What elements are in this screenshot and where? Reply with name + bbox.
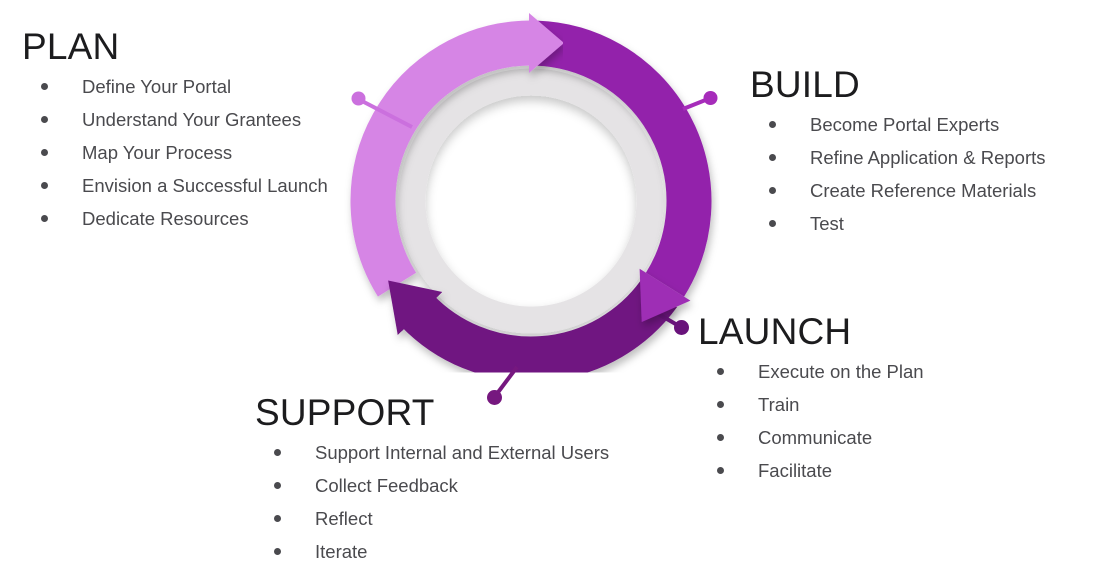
list-item: Map Your Process xyxy=(22,136,328,169)
list-item: Reflect xyxy=(255,502,609,535)
list-item-label: Execute on the Plan xyxy=(758,360,924,382)
bullet-icon xyxy=(41,215,48,222)
list-item-label: Refine Application & Reports xyxy=(810,146,1046,168)
phase-launch-title: LAUNCH xyxy=(698,311,852,352)
list-item: Understand Your Grantees xyxy=(22,103,328,136)
phase-plan: PLAN Define Your Portal Understand Your … xyxy=(22,26,328,235)
list-item: Refine Application & Reports xyxy=(750,141,1046,174)
list-item-label: Train xyxy=(758,393,800,415)
phase-support-list: Support Internal and External Users Coll… xyxy=(255,436,609,568)
list-item-label: Iterate xyxy=(315,540,368,562)
bullet-icon xyxy=(717,368,724,375)
bullet-icon xyxy=(274,515,281,522)
bullet-icon xyxy=(717,401,724,408)
plan-callout-line xyxy=(359,98,413,129)
support-callout-line xyxy=(494,365,519,397)
phase-launch-list: Execute on the Plan Train Communicate Fa… xyxy=(698,355,924,487)
list-item: Execute on the Plan xyxy=(698,355,924,388)
list-item: Dedicate Resources xyxy=(22,202,328,235)
list-item-label: Reflect xyxy=(315,507,373,529)
bullet-icon xyxy=(769,187,776,194)
list-item: Facilitate xyxy=(698,454,924,487)
phase-plan-list: Define Your Portal Understand Your Grant… xyxy=(22,70,328,235)
bullet-icon xyxy=(717,467,724,474)
launch-arrowhead-icon xyxy=(639,268,691,322)
list-item-label: Dedicate Resources xyxy=(82,207,249,229)
bullet-icon xyxy=(41,83,48,90)
bullet-icon xyxy=(769,220,776,227)
support-arc-arrow xyxy=(388,280,677,382)
list-item-label: Test xyxy=(810,212,844,234)
bullet-icon xyxy=(41,116,48,123)
plan-callout-dot xyxy=(351,91,366,106)
plan-arc-arrow xyxy=(350,13,564,297)
bullet-icon xyxy=(274,548,281,555)
list-item: Support Internal and External Users xyxy=(255,436,609,469)
list-item: Communicate xyxy=(698,421,924,454)
phase-support-title: SUPPORT xyxy=(255,392,435,433)
list-item: Train xyxy=(698,388,924,421)
list-item-label: Collect Feedback xyxy=(315,474,458,496)
phase-build-list: Become Portal Experts Refine Application… xyxy=(750,108,1046,240)
ring-track xyxy=(398,68,664,334)
build-callout-line xyxy=(682,97,709,111)
list-item-label: Map Your Process xyxy=(82,141,233,163)
list-item: Envision a Successful Launch xyxy=(22,169,328,202)
bullet-icon xyxy=(41,149,48,156)
phase-plan-title: PLAN xyxy=(22,26,120,67)
phase-launch: LAUNCH Execute on the Plan Train Communi… xyxy=(698,311,924,487)
list-item: Iterate xyxy=(255,535,609,568)
list-item: Become Portal Experts xyxy=(750,108,1046,141)
phase-support: SUPPORT Support Internal and External Us… xyxy=(255,392,609,568)
list-item-label: Communicate xyxy=(758,426,873,448)
bullet-icon xyxy=(769,121,776,128)
phase-build: BUILD Become Portal Experts Refine Appli… xyxy=(750,64,1046,240)
bullet-icon xyxy=(41,182,48,189)
build-arc xyxy=(535,20,712,297)
list-item: Collect Feedback xyxy=(255,469,609,502)
bullet-icon xyxy=(769,154,776,161)
support-callout-dot xyxy=(487,390,502,405)
list-item-label: Understand Your Grantees xyxy=(82,108,302,130)
list-item-label: Define Your Portal xyxy=(82,75,232,97)
list-item-label: Support Internal and External Users xyxy=(315,441,610,463)
list-item: Define Your Portal xyxy=(22,70,328,103)
list-item-label: Become Portal Experts xyxy=(810,113,1000,135)
list-item: Test xyxy=(750,207,1046,240)
list-item-label: Envision a Successful Launch xyxy=(82,174,328,196)
launch-callout-dot xyxy=(674,320,689,335)
bullet-icon xyxy=(274,449,281,456)
list-item: Create Reference Materials xyxy=(750,174,1046,207)
list-item-label: Facilitate xyxy=(758,459,833,481)
list-item-label: Create Reference Materials xyxy=(810,179,1037,201)
bullet-icon xyxy=(717,434,724,441)
bullet-icon xyxy=(274,482,281,489)
build-callout-dot xyxy=(703,91,718,105)
phase-build-title: BUILD xyxy=(750,64,860,105)
